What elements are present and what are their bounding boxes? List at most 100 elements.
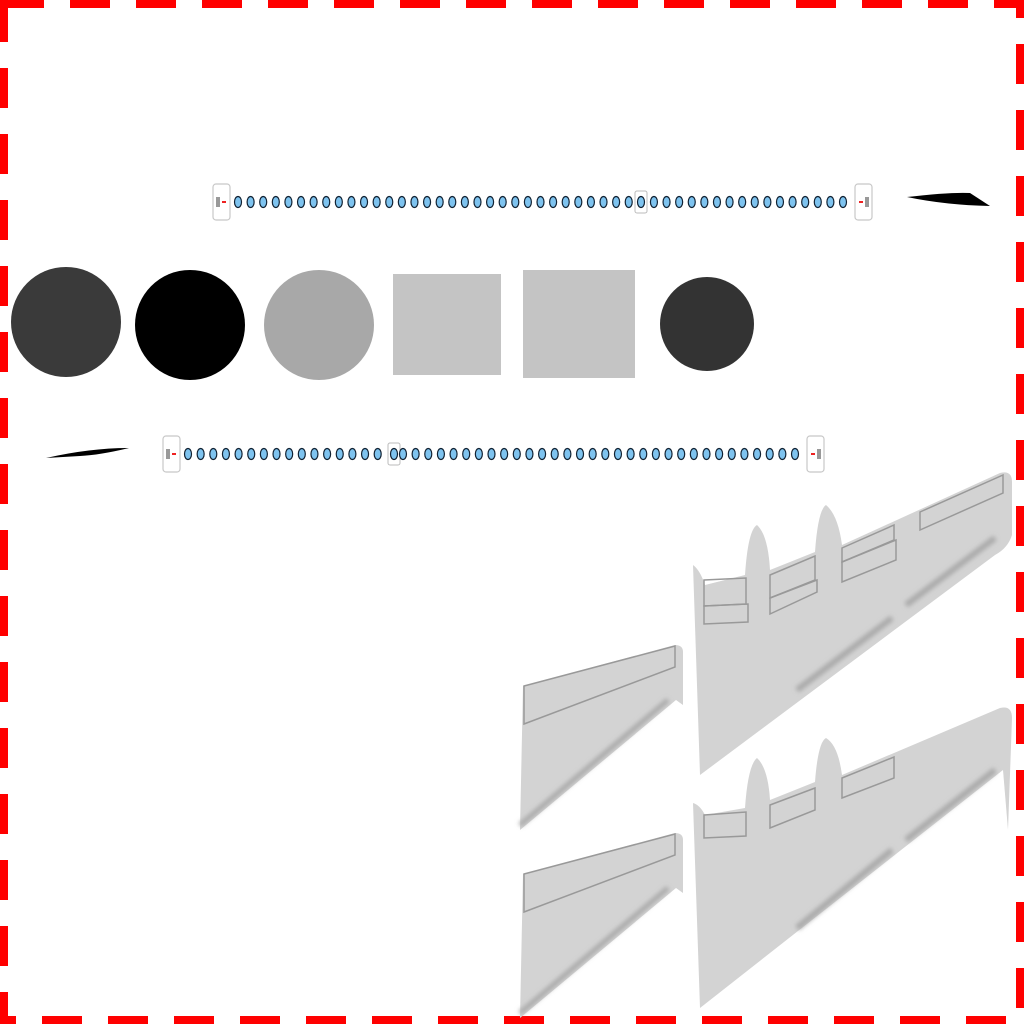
swatch-circle — [264, 270, 374, 380]
wing-set — [518, 833, 683, 1018]
chain-bead — [752, 447, 762, 461]
chain-bead — [473, 195, 482, 209]
chain-bead — [727, 447, 736, 461]
chain-bead — [334, 195, 343, 209]
swatch-square — [523, 270, 635, 378]
chain-bead — [247, 447, 256, 461]
chain-bead — [246, 195, 255, 209]
chain-bead — [422, 195, 432, 209]
chain-bead — [271, 195, 280, 209]
wing-panel — [703, 811, 747, 839]
chain-bead — [813, 195, 822, 209]
chain-bead — [765, 447, 774, 461]
chain-bead — [763, 195, 772, 209]
chain-bead — [561, 195, 570, 209]
chain-bead — [775, 195, 785, 209]
chain-end-right — [854, 183, 873, 221]
chain-bead — [750, 195, 759, 209]
wing-set — [693, 707, 1012, 1008]
chain-bead — [297, 447, 306, 461]
chain-bead — [740, 447, 749, 461]
wing-panel — [841, 538, 897, 584]
chain-bead — [348, 447, 357, 461]
chain-bead — [639, 447, 648, 461]
chain-bead — [485, 195, 495, 209]
chain-bead — [626, 447, 635, 461]
chain-end-right — [806, 435, 825, 473]
chain-bead — [183, 447, 193, 461]
chain-bead — [398, 447, 408, 461]
chain-bead — [838, 195, 848, 209]
chain-bead — [296, 195, 306, 209]
chain-bead — [778, 447, 787, 461]
chain-bead — [601, 447, 610, 461]
wing-large-piece — [693, 472, 1012, 775]
chain-bead — [424, 447, 433, 461]
chain-top — [212, 183, 873, 221]
swatch-circle — [11, 267, 121, 377]
chain-bead — [712, 195, 722, 209]
chain-bead — [662, 195, 671, 209]
chain-bead — [460, 195, 469, 209]
swatch-square — [393, 274, 501, 375]
wing-panel — [769, 786, 816, 830]
chain-bead — [677, 447, 686, 461]
chain-bead — [549, 195, 558, 209]
chain-bead — [675, 195, 684, 209]
chain-bead — [397, 195, 406, 209]
chain-bead — [284, 195, 293, 209]
wing-small-piece — [520, 833, 683, 1018]
chain-bead — [550, 447, 559, 461]
chain-bead — [725, 195, 734, 209]
chain-bead — [624, 195, 633, 209]
chain-bead — [790, 447, 800, 461]
chain-bead — [323, 447, 332, 461]
chain-bead — [322, 195, 331, 209]
chain-bead — [715, 447, 724, 461]
wing-panel — [841, 523, 895, 564]
chain-bead — [687, 195, 696, 209]
chain-bead — [411, 447, 420, 461]
chain-bead — [700, 195, 709, 209]
blade-top-right — [907, 192, 990, 206]
chain-bead — [511, 195, 520, 209]
chain-bead — [385, 195, 394, 209]
chain-bead — [448, 195, 457, 209]
wing-small-piece — [520, 645, 683, 830]
chain-bead — [498, 195, 507, 209]
chain-bead — [613, 447, 623, 461]
chain-bead — [689, 447, 698, 461]
chain-bead — [259, 195, 268, 209]
chain-bead — [372, 195, 381, 209]
chain-bead — [347, 195, 356, 209]
wing-panel — [841, 755, 895, 800]
chain-bead — [826, 195, 835, 209]
chain-end-left — [162, 435, 181, 473]
swatches — [11, 267, 754, 380]
chain-bead — [512, 447, 521, 461]
chain-bead — [209, 447, 218, 461]
chain-bead — [410, 195, 419, 209]
chain-bead — [536, 195, 545, 209]
chain-bead — [234, 447, 243, 461]
chain-bead — [449, 447, 458, 461]
wing-set — [518, 472, 1012, 830]
chain-end-left — [212, 183, 231, 221]
chain-bead — [599, 195, 608, 209]
chain-bottom — [162, 435, 825, 473]
chain-bead — [233, 195, 243, 209]
wing-panel — [919, 473, 1004, 532]
chain-bead — [335, 447, 344, 461]
chain-bead — [537, 447, 547, 461]
chain-bead — [563, 447, 572, 461]
chain-bead — [612, 195, 621, 209]
chain-bead — [500, 447, 509, 461]
chain-bead — [664, 447, 673, 461]
chain-bead — [788, 195, 797, 209]
chain-bead — [435, 195, 444, 209]
chain-bead — [196, 447, 205, 461]
chain-bead — [649, 195, 659, 209]
chain-bead — [525, 447, 534, 461]
